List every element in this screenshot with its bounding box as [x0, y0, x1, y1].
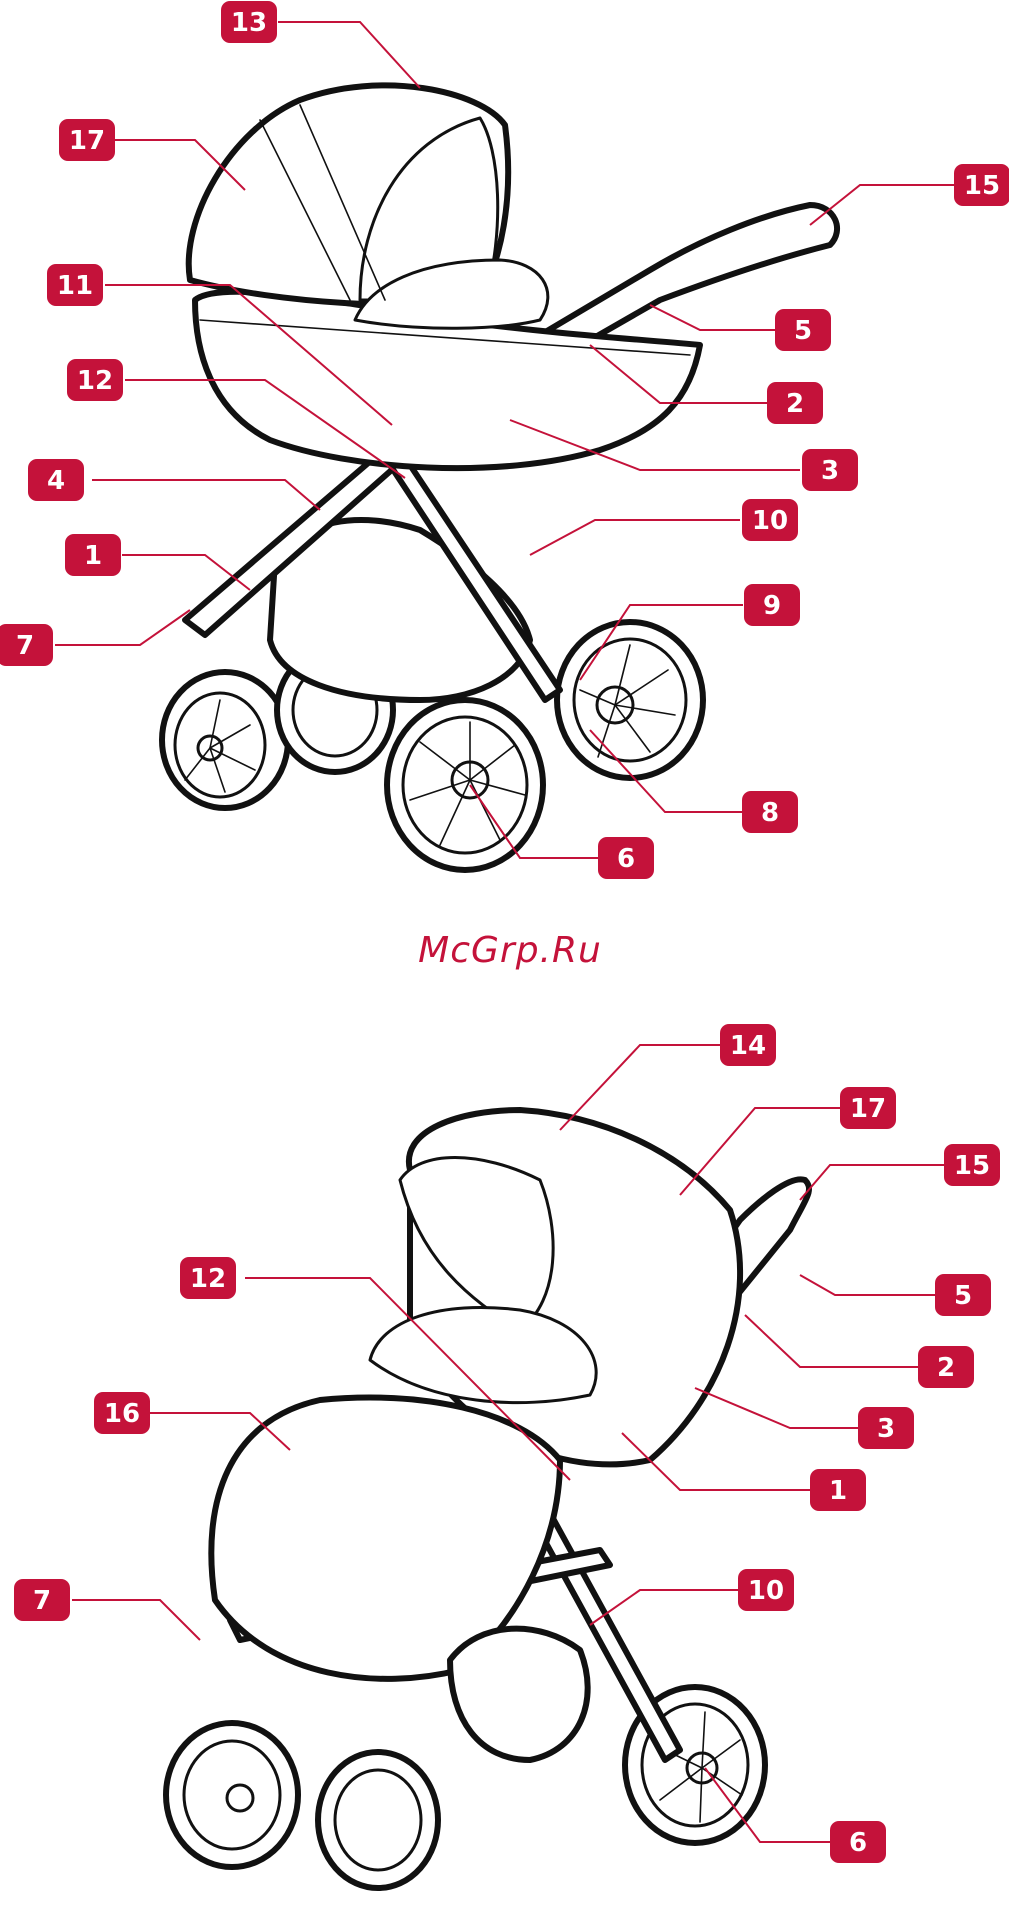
- callout-badge-6: 6: [830, 1821, 886, 1863]
- pram-seat-figure: [166, 1110, 809, 1888]
- callout-number: 16: [104, 1399, 140, 1429]
- callout-badge-16: 16: [94, 1392, 150, 1434]
- callout-badge-9: 9: [744, 584, 800, 626]
- callout-number: 15: [954, 1151, 990, 1181]
- callout-number: 7: [33, 1586, 51, 1616]
- callout-number: 2: [786, 389, 804, 419]
- callout-number: 10: [748, 1576, 784, 1606]
- callout-number: 15: [964, 171, 1000, 201]
- callout-number: 1: [84, 541, 102, 571]
- callout-badge-8: 8: [742, 791, 798, 833]
- callout-badge-4: 4: [28, 459, 84, 501]
- callout-badge-10: 10: [742, 499, 798, 541]
- callout-badge-3: 3: [858, 1407, 914, 1449]
- callout-badge-13: 13: [221, 1, 277, 43]
- callout-number: 11: [57, 271, 93, 301]
- callout-badge-1: 1: [810, 1469, 866, 1511]
- callout-badge-5: 5: [935, 1274, 991, 1316]
- rear-wheel-front: [387, 700, 543, 870]
- callout-number: 7: [16, 631, 34, 661]
- callout-badge-15: 15: [954, 164, 1009, 206]
- callout-number: 4: [47, 466, 65, 496]
- watermark-text: McGrp.Ru: [418, 930, 602, 971]
- callout-number: 13: [231, 8, 267, 38]
- front-wheel-left: [166, 1723, 298, 1867]
- callout-number: 2: [937, 1353, 955, 1383]
- callout-number: 6: [617, 844, 635, 874]
- callout-number: 8: [761, 798, 779, 828]
- callout-number: 6: [849, 1828, 867, 1858]
- callout-badge-5: 5: [775, 309, 831, 351]
- pram-carrycot-figure: [162, 85, 837, 870]
- callout-badge-15: 15: [944, 1144, 1000, 1186]
- callout-number: 10: [752, 506, 788, 536]
- callout-badge-11: 11: [47, 264, 103, 306]
- front-wheel-left: [162, 672, 288, 808]
- callout-badge-14: 14: [720, 1024, 776, 1066]
- callout-number: 17: [69, 126, 105, 156]
- callout-number: 12: [190, 1264, 226, 1294]
- callout-number: 17: [850, 1094, 886, 1124]
- callout-badge-17: 17: [840, 1087, 896, 1129]
- callout-badge-12: 12: [67, 359, 123, 401]
- basket: [450, 1629, 588, 1760]
- front-wheel-right: [318, 1752, 438, 1888]
- callout-number: 12: [77, 366, 113, 396]
- callout-badge-10: 10: [738, 1569, 794, 1611]
- callout-number: 5: [794, 316, 812, 346]
- callout-number: 5: [954, 1281, 972, 1311]
- callout-number: 9: [763, 591, 781, 621]
- callout-number: 14: [730, 1031, 766, 1061]
- callout-number: 3: [877, 1414, 895, 1444]
- callout-badge-12: 12: [180, 1257, 236, 1299]
- callout-badge-6: 6: [598, 837, 654, 879]
- callout-badge-2: 2: [767, 382, 823, 424]
- callout-badge-17: 17: [59, 119, 115, 161]
- rear-wheel-right: [557, 622, 703, 778]
- callout-badge-2: 2: [918, 1346, 974, 1388]
- callout-badge-3: 3: [802, 449, 858, 491]
- callout-badge-7: 7: [14, 1579, 70, 1621]
- callout-number: 3: [821, 456, 839, 486]
- callout-badge-1: 1: [65, 534, 121, 576]
- callout-badge-7: 7: [0, 624, 53, 666]
- callout-number: 1: [829, 1476, 847, 1506]
